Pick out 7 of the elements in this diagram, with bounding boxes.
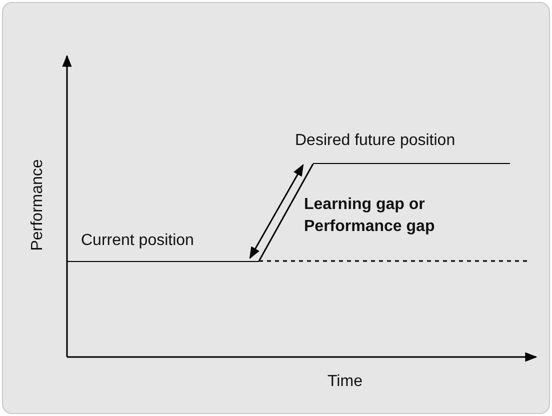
position-label: Desired future position xyxy=(295,132,456,150)
x-axis-label: Time xyxy=(328,373,362,391)
rising-line xyxy=(258,164,314,262)
y-axis-label: Performance xyxy=(28,159,47,251)
double-arrow xyxy=(249,164,304,260)
edge-label: Learning gap or Performance gap xyxy=(304,195,436,237)
position-label: Current position xyxy=(81,232,194,250)
